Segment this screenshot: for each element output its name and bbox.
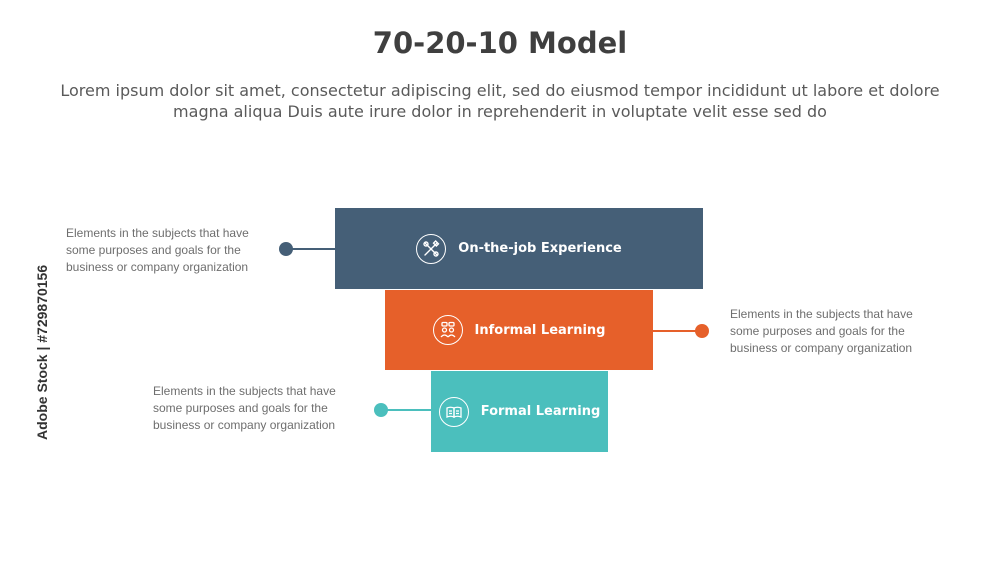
- level-block-informal: Informal Learning: [385, 290, 653, 370]
- connector-line: [381, 409, 431, 411]
- connector-dot: [695, 324, 709, 338]
- connector-line: [286, 248, 335, 250]
- level-description: Elements in the subjects that have some …: [153, 384, 336, 432]
- connector-dot: [279, 242, 293, 256]
- connector-line: [653, 330, 702, 332]
- tools-icon: [416, 233, 447, 264]
- people-chat-icon: [432, 315, 463, 345]
- connector-dot: [374, 403, 388, 417]
- page-subtitle: Lorem ipsum dolor sit amet, consectetur …: [60, 81, 940, 121]
- level-description: Elements in the subjects that have some …: [730, 307, 913, 355]
- book-icon: [438, 396, 469, 427]
- stock-watermark-text: Adobe Stock | #729870156: [34, 264, 50, 440]
- page-title: 70-20-10 Model: [372, 26, 628, 60]
- level-block-formal: Formal Learning: [431, 371, 608, 452]
- level-description: Elements in the subjects that have some …: [66, 226, 249, 274]
- level-label: On-the-job Experience: [458, 241, 622, 256]
- level-block-on-the-job: On-the-job Experience: [335, 208, 703, 289]
- level-label: Formal Learning: [480, 404, 601, 419]
- level-label: Informal Learning: [474, 322, 606, 338]
